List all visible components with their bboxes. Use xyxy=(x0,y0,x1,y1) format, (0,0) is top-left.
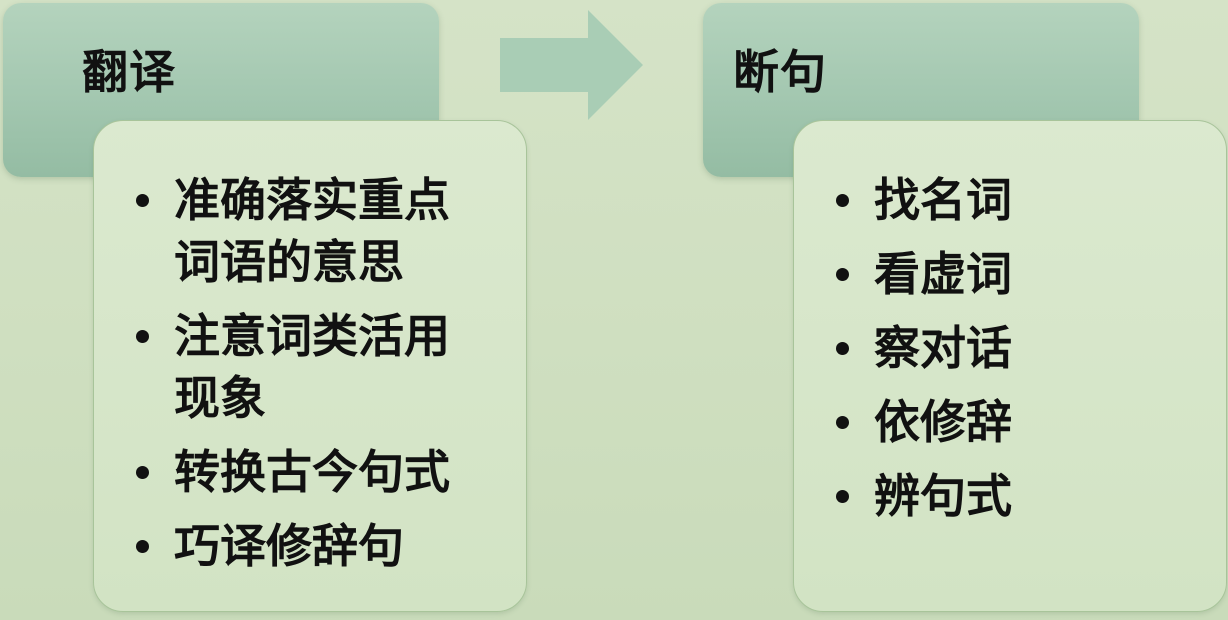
sentence-break-list: 找名词 看虚词 察对话 依修辞 辨句式 xyxy=(834,169,1134,539)
list-item: 察对话 xyxy=(834,317,1134,379)
sentence-break-list-box: 找名词 看虚词 察对话 依修辞 辨句式 xyxy=(793,120,1227,612)
translation-list-box: 准确落实重点词语的意思 注意词类活用现象 转换古今句式 巧译修辞句 xyxy=(93,120,527,612)
right-arrow-icon xyxy=(500,10,643,120)
list-item: 辨句式 xyxy=(834,465,1134,527)
list-item: 找名词 xyxy=(834,169,1134,231)
list-item: 转换古今句式 xyxy=(134,441,464,503)
translation-list: 准确落实重点词语的意思 注意词类活用现象 转换古今句式 巧译修辞句 xyxy=(134,169,464,589)
sentence-break-title: 断句 xyxy=(733,45,827,99)
list-item: 巧译修辞句 xyxy=(134,515,464,577)
list-item: 注意词类活用现象 xyxy=(134,305,464,429)
list-item: 看虚词 xyxy=(834,243,1134,305)
list-item: 依修辞 xyxy=(834,391,1134,453)
translation-title: 翻译 xyxy=(82,45,176,99)
list-item: 准确落实重点词语的意思 xyxy=(134,169,464,293)
